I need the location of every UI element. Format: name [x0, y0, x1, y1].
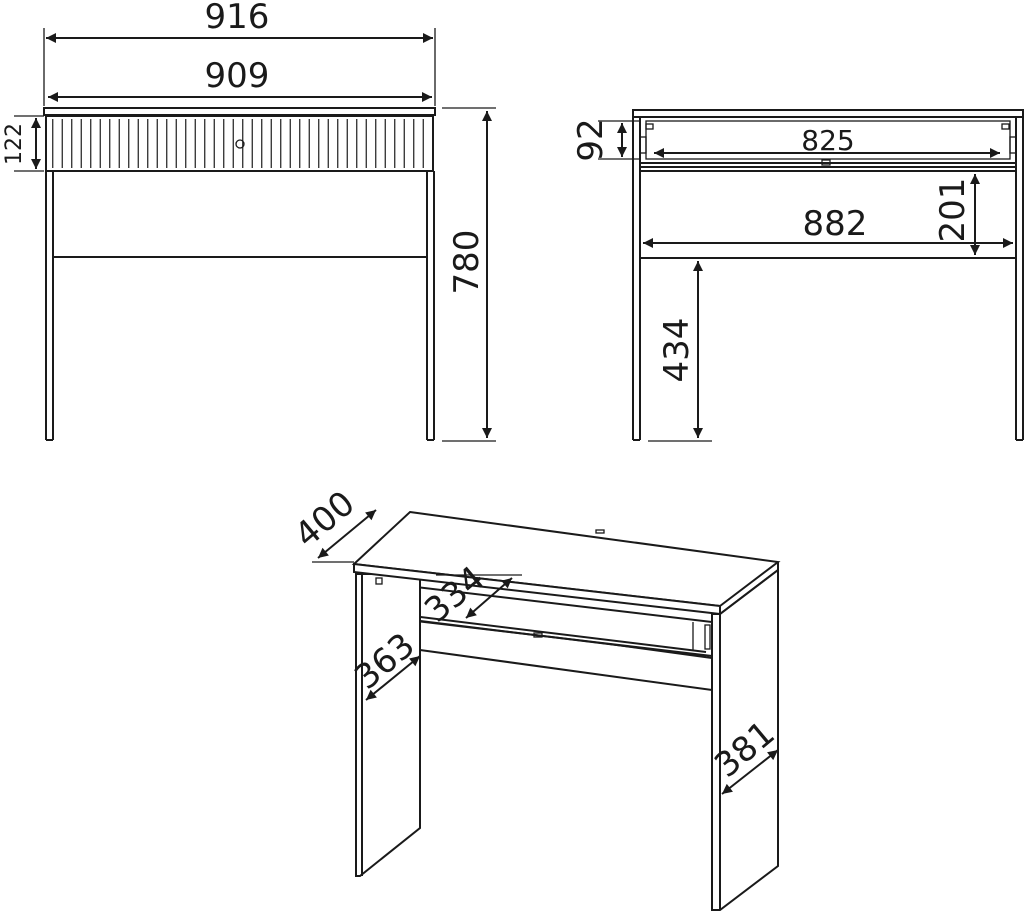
label-825: 825 — [801, 124, 854, 157]
back-view: 92 825 882 201 434 — [571, 109, 1024, 442]
label-780: 780 — [447, 230, 487, 295]
front-view: 916 909 122 780 — [2, 0, 496, 442]
label-201: 201 — [933, 178, 973, 243]
label-122: 122 — [2, 123, 27, 165]
back-desk-outline — [632, 109, 1024, 441]
dimension-knee-height: 434 — [648, 261, 712, 442]
label-916: 916 — [205, 0, 270, 37]
dimension-drawer-height-front: 122 — [2, 115, 44, 172]
label-400: 400 — [287, 483, 362, 555]
dimension-overall-width: 916 — [43, 0, 436, 106]
dimension-drawer-height-back: 92 — [571, 118, 640, 162]
label-909: 909 — [205, 56, 270, 96]
dimension-drawer-inner-width: 825 — [654, 124, 1000, 158]
dimension-apron-height: 201 — [933, 174, 980, 255]
dimension-leg-span: 882 — [643, 204, 1013, 248]
front-desk-outline — [43, 107, 436, 441]
label-434: 434 — [657, 318, 697, 383]
label-882: 882 — [803, 204, 868, 244]
iso-desk-outline — [351, 510, 781, 911]
dimension-depth: 400 — [287, 483, 377, 563]
label-92: 92 — [571, 118, 611, 161]
dimension-overall-height: 780 — [442, 107, 496, 442]
isometric-view: 400 334 363 381 — [287, 483, 783, 911]
dimension-inner-width: 909 — [48, 56, 432, 102]
